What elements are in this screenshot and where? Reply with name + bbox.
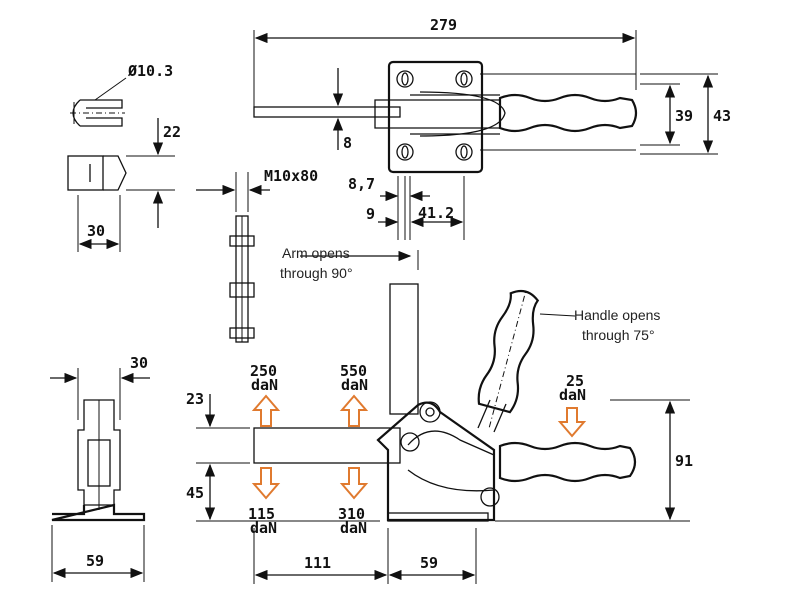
bolt-detail: M10x80 (196, 167, 318, 343)
dim-39: 39 (675, 107, 693, 125)
dim-91: 91 (675, 452, 693, 470)
dim-22: 22 (163, 123, 181, 141)
dim-43: 43 (713, 107, 731, 125)
dim-9: 9 (366, 205, 375, 223)
dim-30-pin: 30 (87, 222, 105, 240)
end-view: 30 59 (50, 354, 150, 582)
force-310-value: 310 (338, 505, 365, 523)
force-550-value: 550 (340, 362, 367, 380)
dim-8-7: 8,7 (348, 175, 375, 193)
top-view: 279 8 39 43 (253, 16, 731, 240)
force-arrow-down-115 (251, 467, 281, 500)
force-25-value: 25 (566, 372, 584, 390)
dim-pin-diameter: Ø10.3 (127, 62, 173, 80)
dim-45: 45 (186, 484, 204, 502)
force-25-unit: daN (559, 386, 586, 404)
dim-59-end: 59 (86, 552, 104, 570)
note-handle-opens-1: Handle opens (574, 307, 660, 323)
force-250-unit: daN (251, 376, 278, 394)
dim-8: 8 (343, 134, 352, 152)
dim-111: 111 (304, 554, 331, 572)
force-arrow-down-25 (557, 407, 587, 438)
note-arm-opens-1: Arm opens (282, 245, 350, 261)
dim-m10x80: M10x80 (264, 167, 318, 185)
force-arrow-up-250 (251, 394, 281, 427)
force-310-unit: daN (340, 519, 367, 537)
force-arrow-up-550 (339, 394, 369, 427)
dim-279: 279 (430, 16, 457, 34)
force-550-unit: daN (341, 376, 368, 394)
dim-30-end: 30 (130, 354, 148, 372)
forces: 250 daN 550 daN 25 daN 115 daN 310 daN (248, 362, 587, 537)
force-115-value: 115 (248, 505, 275, 523)
dim-41-2: 41.2 (418, 204, 454, 222)
force-115-unit: daN (250, 519, 277, 537)
force-arrow-down-310 (339, 467, 369, 500)
force-250-value: 250 (250, 362, 277, 380)
note-arm-opens-2: through 90° (280, 265, 353, 281)
side-view: Arm opens through 90° Handle opens throu… (186, 245, 693, 584)
dim-23: 23 (186, 390, 204, 408)
dim-59-side: 59 (420, 554, 438, 572)
note-handle-opens-2: through 75° (582, 327, 655, 343)
pin-detail: Ø10.3 22 30 (67, 62, 181, 252)
